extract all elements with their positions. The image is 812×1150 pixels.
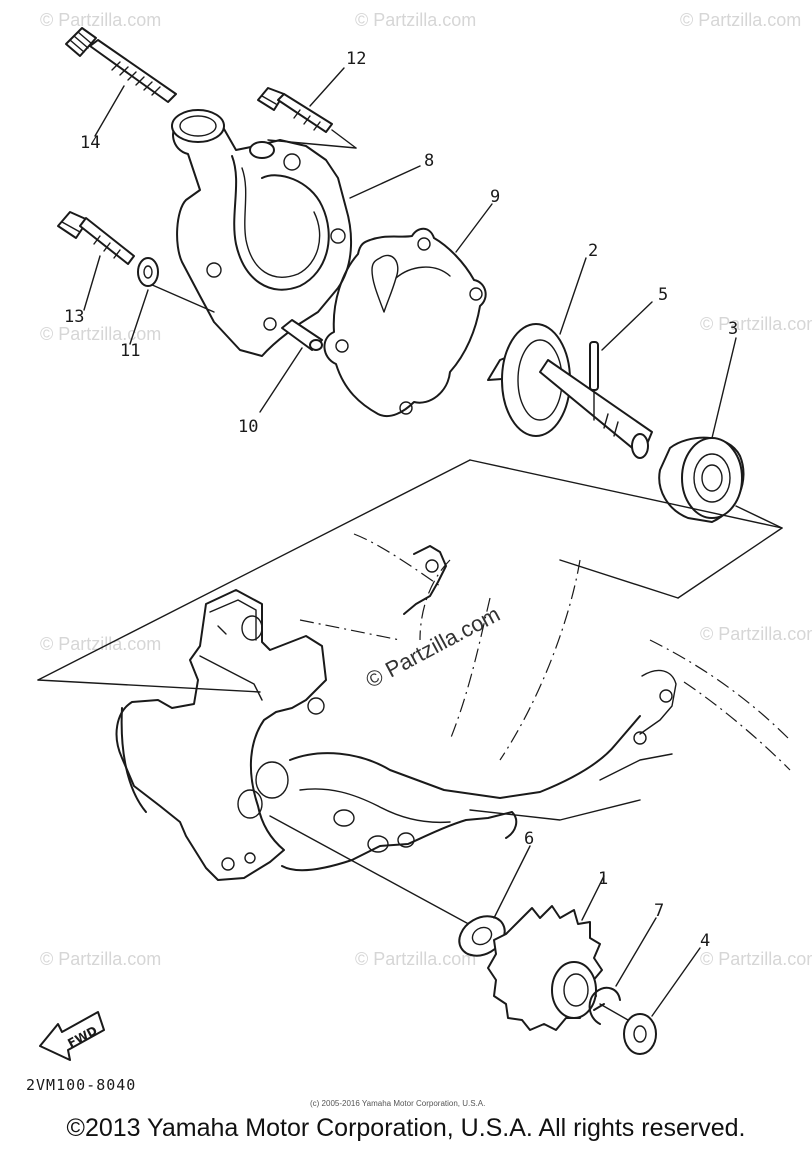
watermark: © Partzilla.com xyxy=(700,624,812,644)
callout-10: 10 xyxy=(238,417,258,437)
bearing-3 xyxy=(658,436,745,523)
watermark: © Partzilla.com xyxy=(40,949,161,969)
callout-5: 5 xyxy=(658,285,668,305)
leader-lines xyxy=(83,67,737,1017)
impeller-shaft-2 xyxy=(487,323,653,459)
small-copyright: (c) 2005-2016 Yamaha Motor Corporation, … xyxy=(310,1099,485,1108)
diagram-code: 2VM100-8040 xyxy=(26,1076,136,1094)
callout-14: 14 xyxy=(80,133,100,153)
watermark: © Partzilla.com xyxy=(355,949,476,969)
callout-2: 2 xyxy=(588,241,598,261)
pin-5 xyxy=(589,341,599,421)
callout-labels: 1 2 3 4 5 6 7 8 9 10 11 12 13 14 xyxy=(64,49,738,951)
copyright-footer: ©2013 Yamaha Motor Corporation, U.S.A. A… xyxy=(66,1114,746,1142)
callout-6: 6 xyxy=(524,829,534,849)
assembly-plane xyxy=(37,459,783,693)
crankcase xyxy=(115,533,791,881)
callout-1: 1 xyxy=(598,869,608,889)
washer-4 xyxy=(623,1013,657,1055)
watermark: © Partzilla.com xyxy=(355,10,476,30)
gear-1 xyxy=(487,905,603,1031)
dowel-pin-10 xyxy=(281,319,323,351)
washer-6 xyxy=(458,915,506,957)
circlip-7 xyxy=(588,986,621,1025)
callout-8: 8 xyxy=(424,151,434,171)
watermark: © Partzilla.com xyxy=(40,324,161,344)
callout-12: 12 xyxy=(346,49,366,69)
bolt-14 xyxy=(65,27,177,103)
washer-11 xyxy=(137,257,159,287)
pump-cover xyxy=(171,109,352,357)
fwd-arrow-icon: FWD xyxy=(39,1011,105,1061)
callout-13: 13 xyxy=(64,307,84,327)
callout-11: 11 xyxy=(120,341,140,361)
center-watermark: © Partzilla.com xyxy=(361,601,504,693)
watermark: © Partzilla.com xyxy=(680,10,801,30)
callout-3: 3 xyxy=(728,319,738,339)
callout-7: 7 xyxy=(654,901,664,921)
watermark: © Partzilla.com xyxy=(40,10,161,30)
gasket-9 xyxy=(323,227,487,418)
bolt-13 xyxy=(57,211,135,265)
watermark: © Partzilla.com xyxy=(40,634,161,654)
callout-4: 4 xyxy=(700,931,710,951)
watermark-layer: © Partzilla.com © Partzilla.com © Partzi… xyxy=(40,10,812,969)
callout-9: 9 xyxy=(490,187,500,207)
watermark: © Partzilla.com xyxy=(700,949,812,969)
bolt-12 xyxy=(257,87,357,149)
watermark: © Partzilla.com xyxy=(700,314,812,334)
